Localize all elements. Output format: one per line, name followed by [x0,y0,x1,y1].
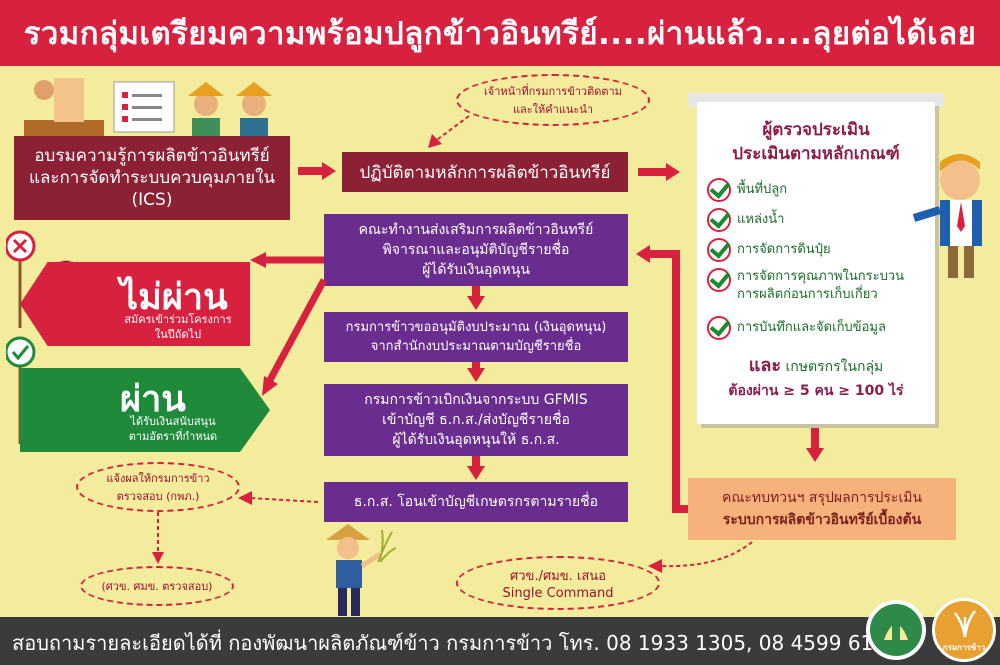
training-line-1: อบรมความรู้การผลิตข้าวอินทรีย์ [34,146,270,166]
fail-title: ไม่ผ่าน [120,277,228,318]
arrow-training-practice [298,167,324,175]
criterion-2-label: แหล่งน้ำ [737,212,785,227]
arrowhead-gfmis-baac [467,466,485,480]
propose-line-2: Single Command [502,586,614,601]
baac-box: ธ.ก.ส. โอนเข้าบัญชีเกษตรกรตามรายชื่อ [324,482,628,522]
training-illustration-icon [24,78,272,142]
arrow-review-in [672,505,690,513]
practice-label: ปฏิบัติตามหลักการผลิตข้าวอินทรีย์ [359,162,611,183]
arrow-review-up [672,250,680,510]
budget-line-1: กรมการข้าวขออนุมัติงบประมาณ (เงินอุดหนุน… [345,320,607,335]
gfmis-line-3: ผู้ได้รับเงินอุดหนุนให้ ธ.ก.ส. [392,432,560,448]
criterion-5-label: การบันทึกและจัดเก็บข้อมูล [737,320,886,335]
pass-line-1: ได้รับเงินสนับสนุน [130,415,216,428]
fail-subtext: สมัครเข้าร่วมโครงการ ในปีถัดไป [118,312,238,342]
pass-line-2: ตามอัตราที่กำหนด [128,430,218,443]
arrow-review-committee [650,250,680,258]
propose-line-1: ศวข./ศมข. เสนอ [510,569,606,584]
check-icon [707,268,731,292]
arrow-board-review [811,428,819,450]
and-word: และ [748,355,782,376]
assessment-board: ผู้ตรวจประเมิน ประเมินตามหลักเกณฑ์ พื้นท… [697,102,935,424]
baac-label: ธ.ก.ส. โอนเข้าบัญชีเกษตรกรตามรายชื่อ [353,494,599,510]
requirement-text: ต้องผ่าน ≥ 5 คน ≥ 100 ไร่ [728,383,904,399]
committee-line-1: คณะทำงานส่งเสริมการผลิตข้าวอินทรีย์ [358,222,594,238]
criterion-3: การจัดการดินปุ๋ย [707,238,831,262]
training-line-2: และการจัดทำระบบควบคุมภายใน [29,168,275,188]
criterion-3-label: การจัดการดินปุ๋ย [737,242,831,257]
pass-title: ผ่าน [120,379,186,420]
fail-banner [20,262,250,346]
check-icon [707,316,731,340]
training-box: อบรมความรู้การผลิตข้าวอินทรีย์ และการจัด… [14,136,290,220]
arrowhead-training-practice [322,162,336,180]
farmer-icon [326,524,397,616]
notify-callout: แจ้งผลให้กรมการข้าว ตรวจสอบ (กพภ.) [76,462,240,512]
criterion-5: การบันทึกและจัดเก็บข้อมูล [707,316,886,340]
criterion-4-sub: การผลิตก่อนการเก็บเกี่ยว [737,287,878,302]
board-title-1: ผู้ตรวจประเมิน [762,120,870,140]
gfmis-line-1: กรมการข้าวเบิกเงินจากระบบ GFMIS [364,392,588,408]
criterion-1: พื้นที่ปลูก [707,178,787,202]
review-line-2: ระบบการผลิตข้าวอินทรีย์เบื้องต้น [722,512,922,528]
criterion-4: การจัดการคุณภาพในกระบวน การผลิตก่อนการเก… [707,268,904,304]
check-callout-label: (ศวข. ศมข. ตรวจสอบ) [101,580,213,593]
decision-arrows [250,252,328,396]
presenter-man-icon [912,154,982,278]
rice-dept-logo-text: กรมการข้าว [942,643,986,652]
criterion-1-label: พื้นที่ปลูก [737,182,788,197]
fail-line-1: สมัครเข้าร่วมโครงการ [124,313,232,326]
officer-callout: เจ้าหน้าที่กรมการข้าวติดตาม และให้คำแนะน… [456,74,650,126]
review-line-1: คณะทบทวนฯ สรุปผลการประเมิน [721,490,923,506]
arrow-gfmis-baac [472,456,480,468]
rice-dept-logo: กรมการข้าว [932,598,996,662]
pass-banner [20,368,270,452]
check-icon [707,208,731,232]
farmer-group-line: และ เกษตรกรในกลุ่ม [697,350,935,379]
officer-pointer-icon [428,115,470,148]
gfmis-box: กรมการข้าวเบิกเงินจากระบบ GFMIS เข้าบัญช… [324,384,628,456]
board-title-2: ประเมินตามหลักเกณฑ์ [732,144,900,164]
footer: สอบถามรายละเอียดได้ที่ กองพัฒนาผลิตภัณฑ์… [0,617,1000,665]
officer-line-1: เจ้าหน้าที่กรมการข้าวติดตาม [484,85,622,98]
arrowhead-board-review [806,448,824,462]
budget-line-2: จากสำนักงบประมาณตามบัญชีรายชื่อ [370,339,582,354]
committee-line-2: พิจารณาและอนุมัติบัญชีรายชื่อ [382,242,570,258]
footer-contact: สอบถามรายละเอียดได้ที่ กองพัฒนาผลิตภัณฑ์… [12,631,899,655]
practice-box: ปฏิบัติตามหลักการผลิตข้าวอินทรีย์ [342,152,628,192]
ministry-logo-icon [866,600,926,660]
arrow-practice-board [638,168,668,176]
arrow-budget-gfmis [472,362,480,370]
committee-box: คณะทำงานส่งเสริมการผลิตข้าวอินทรีย์ พิจา… [324,214,628,286]
notify-arrows [152,491,319,564]
farmer-group: เกษตรกรในกลุ่ม [785,359,884,375]
page-title: รวมกลุ่มเตรียมความพร้อมปลูกข้าวอินทรีย์.… [0,0,1000,66]
propose-arrow [648,541,753,573]
notify-line-1: แจ้งผลให้กรมการข้าว [106,472,210,485]
pass-subtext: ได้รับเงินสนับสนุน ตามอัตราที่กำหนด [108,414,238,444]
criterion-2: แหล่งน้ำ [707,208,784,232]
committee-line-3: ผู้ได้รับเงินอุดหนุน [422,262,530,278]
officer-line-2: และให้คำแนะนำ [512,103,594,116]
propose-callout: ศวข./ศมข. เสนอ Single Command [456,556,660,610]
fail-line-2: ในปีถัดไป [154,328,202,341]
rice-plant-icon [954,610,976,638]
check-icon [707,178,731,202]
gfmis-line-2: เข้าบัญชี ธ.ก.ส./ส่งบัญชีรายชื่อ [382,412,570,428]
review-box: คณะทบทวนฯ สรุปผลการประเมิน ระบบการผลิตข้… [688,478,956,540]
criterion-4-label: การจัดการคุณภาพในกระบวน [737,269,905,284]
arrowhead-committee-budget [467,296,485,310]
arrow-committee-budget [472,286,480,298]
check-callout: (ศวข. ศมข. ตรวจสอบ) [80,566,234,606]
training-line-3: (ICS) [131,190,173,210]
check-icon [707,238,731,262]
budget-box: กรมการข้าวขออนุมัติงบประมาณ (เงินอุดหนุน… [324,312,628,362]
notify-line-2: ตรวจสอบ (กพภ.) [116,490,200,503]
arrowhead-practice-board [666,163,680,181]
arrowhead-review-committee [636,245,650,263]
arrowhead-budget-gfmis [467,368,485,382]
